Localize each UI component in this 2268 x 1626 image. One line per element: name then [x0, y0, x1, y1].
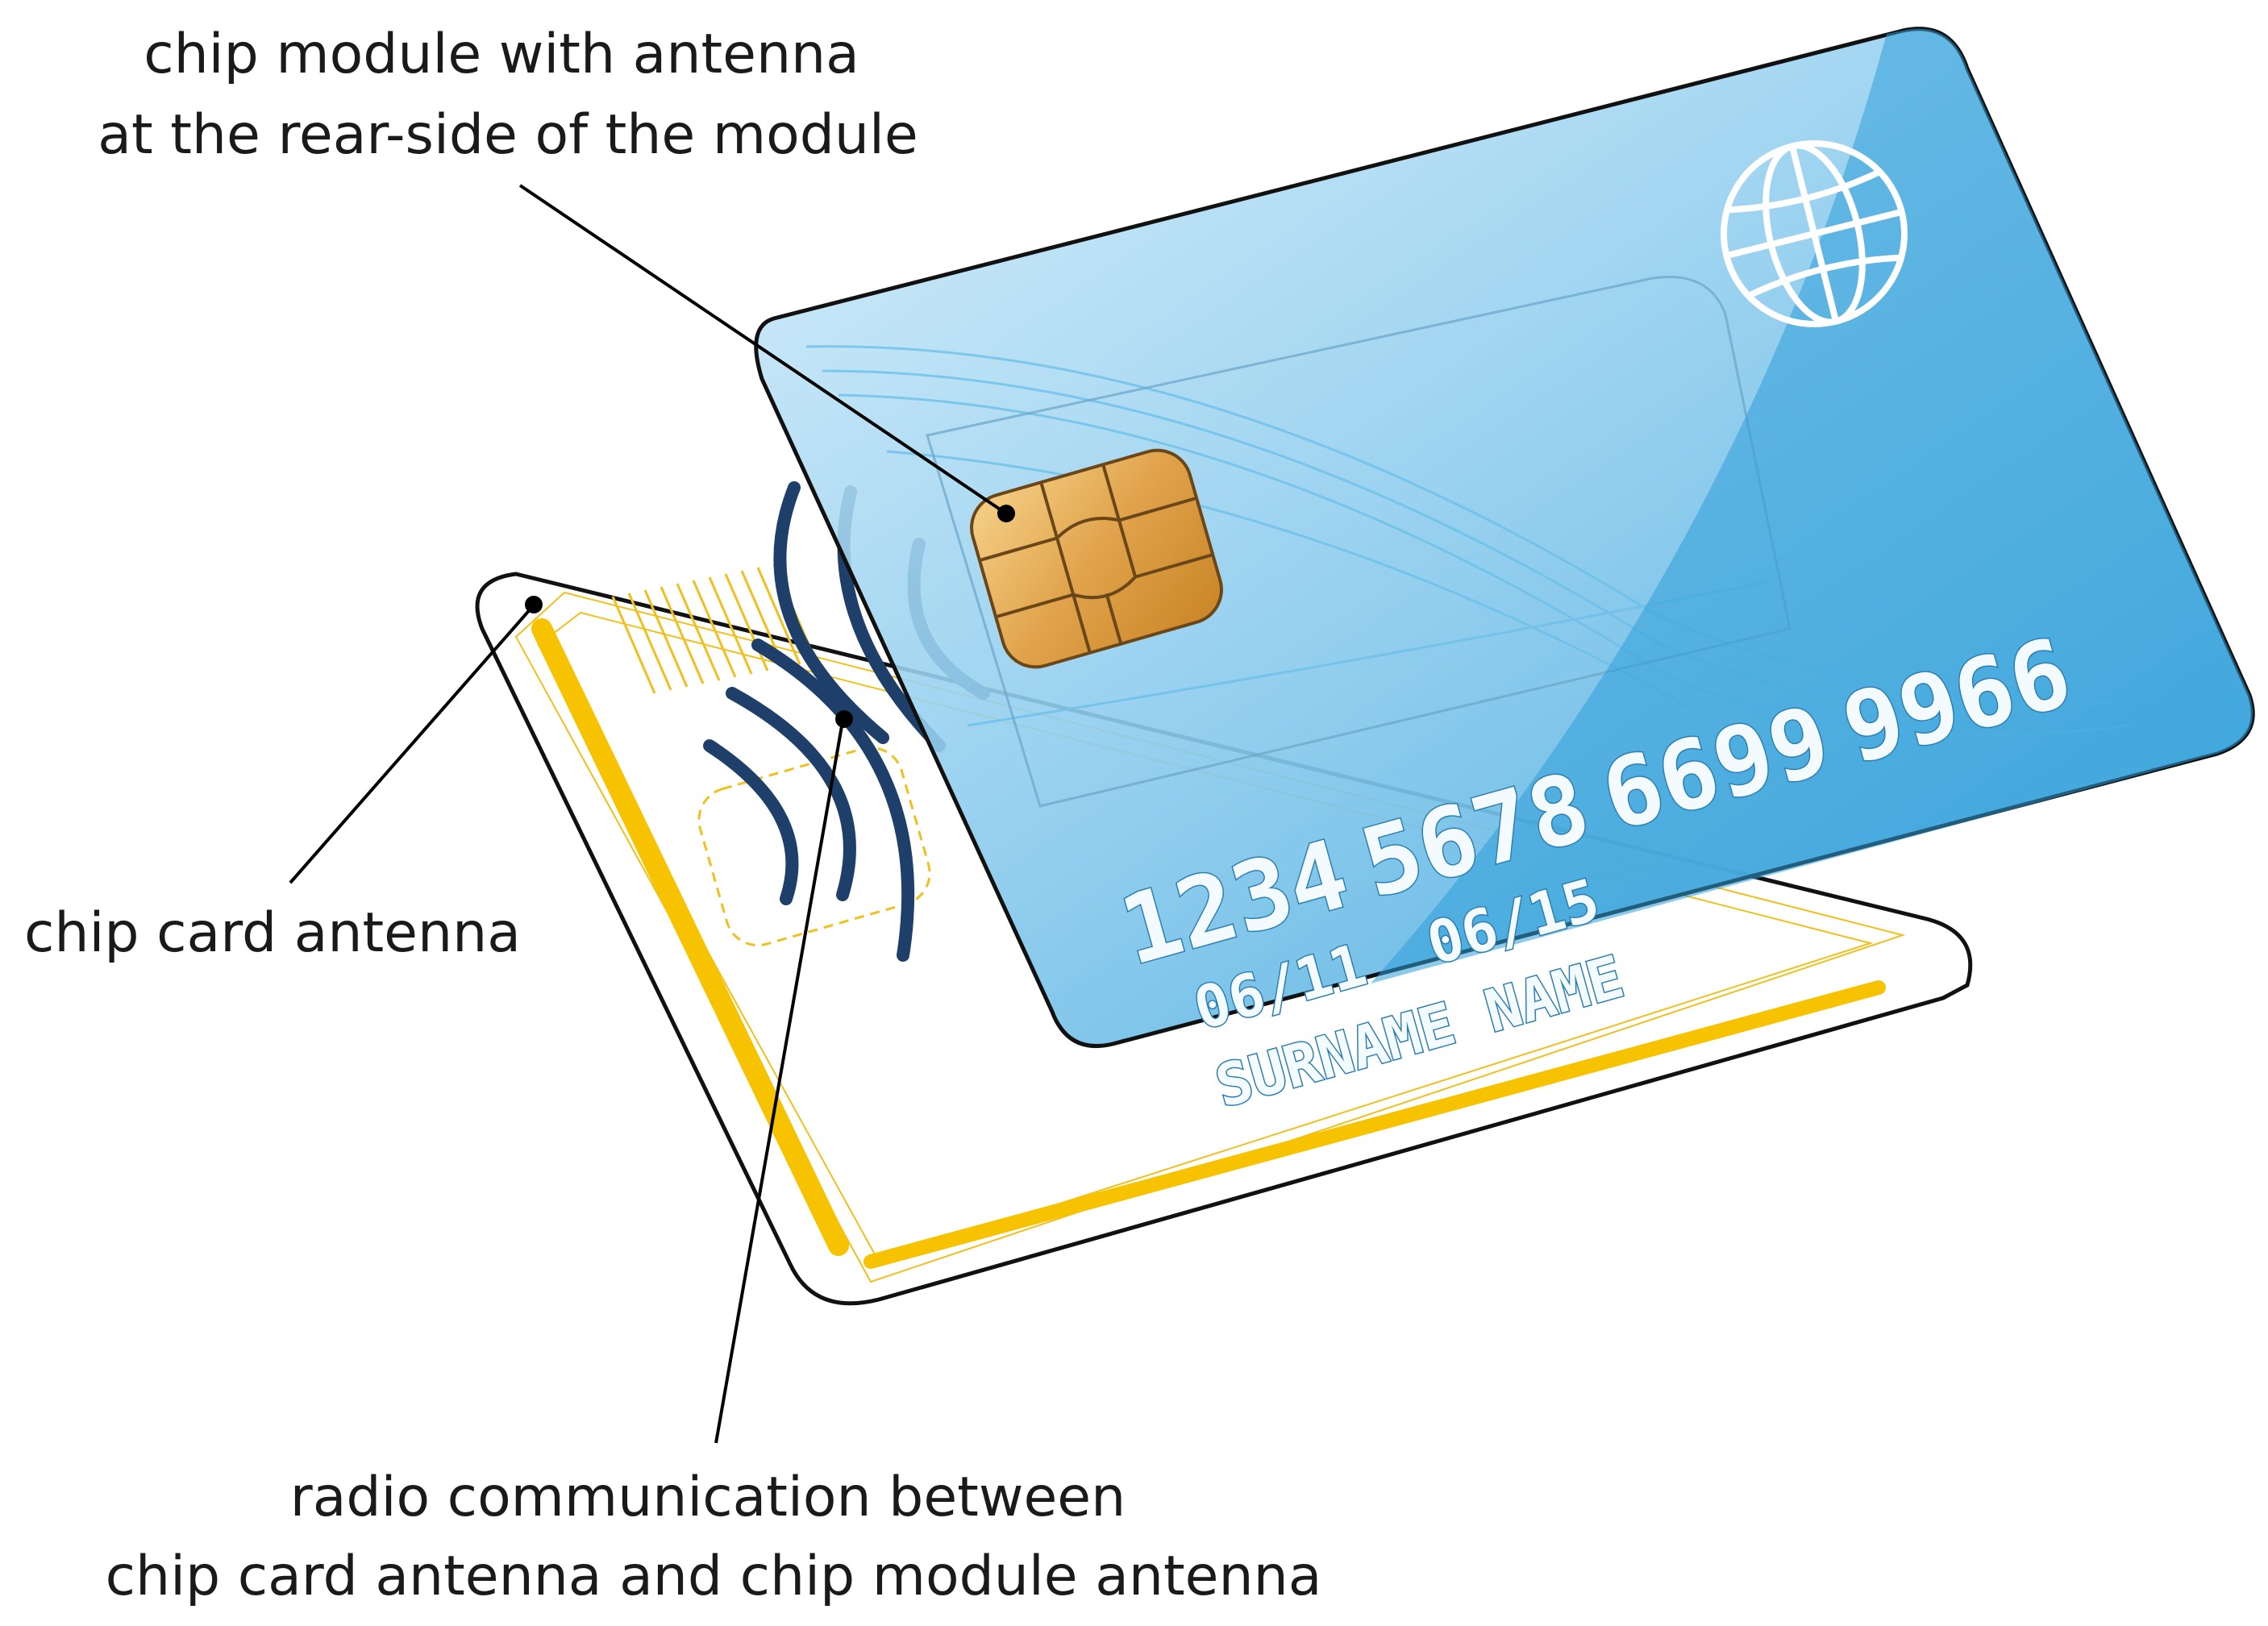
chip-pocket: [697, 746, 931, 946]
label-chip-module-line1: chip module with antenna: [144, 23, 859, 86]
label-chip-module-line2: at the rear-side of the module: [98, 103, 918, 167]
antenna-bar-left: [531, 618, 849, 1256]
globe-icon: [1721, 140, 1908, 327]
label-chip-card-antenna: chip card antenna: [24, 901, 521, 965]
label-radio-line2: chip card antenna and chip module antenn…: [106, 1545, 1322, 1608]
label-radio-line1: radio communication between: [290, 1466, 1126, 1529]
chip-icon: [970, 448, 1223, 669]
leader-lines: [289, 184, 1015, 1444]
front-card: 1234 5678 6699 9966 06/11 06/15 SURNAME …: [754, 27, 2255, 1121]
antenna-bar-bottom: [864, 980, 1886, 1269]
